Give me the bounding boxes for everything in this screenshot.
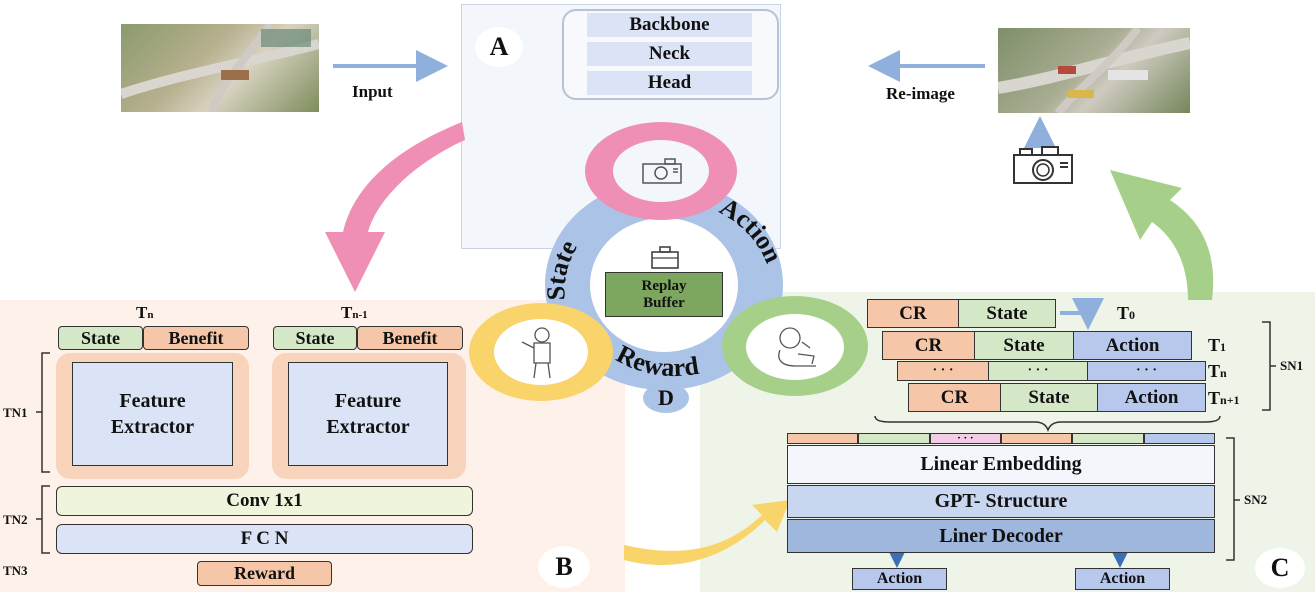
action-cycle-label: Action bbox=[715, 192, 788, 268]
state-box-col2: State bbox=[273, 326, 357, 350]
replay-buffer-box: Replay Buffer bbox=[605, 272, 723, 317]
rown1-cr: CR bbox=[908, 383, 1001, 412]
token-action bbox=[1143, 433, 1215, 444]
row0-cr: CR bbox=[867, 299, 959, 328]
briefcase-icon bbox=[650, 244, 680, 270]
sn2-bracket bbox=[1226, 437, 1235, 561]
sn1-label: SN1 bbox=[1280, 358, 1304, 373]
svg-text:State: State bbox=[541, 235, 582, 300]
benefit-box-col1: Benefit bbox=[143, 326, 249, 350]
row1-cr: CR bbox=[882, 331, 975, 360]
svg-text:Reward: Reward bbox=[612, 339, 701, 382]
input-aerial-photo bbox=[121, 24, 319, 112]
head-box: Head bbox=[587, 71, 752, 95]
rown1-state: State bbox=[1000, 383, 1098, 412]
tn3-label: TN3 bbox=[3, 563, 28, 578]
tn1-label: TN1 bbox=[3, 405, 28, 420]
yellow-curved-arrow bbox=[624, 500, 790, 566]
t0-label: T0 bbox=[1117, 303, 1136, 323]
replay-label: Replay bbox=[641, 277, 687, 294]
thinker-icon bbox=[772, 324, 820, 370]
rown-state: · · · bbox=[988, 361, 1088, 381]
reimage-aerial-photo bbox=[998, 28, 1190, 113]
reward-cycle-label: Reward bbox=[612, 339, 701, 382]
token-strip: · · · bbox=[787, 433, 1215, 444]
gpt-structure-box: GPT- Structure bbox=[787, 485, 1215, 518]
backbone-box: Backbone bbox=[587, 13, 752, 37]
col2-title: Tn-1 bbox=[341, 303, 368, 322]
output-action-1: Action bbox=[852, 568, 947, 590]
row0-state: State bbox=[958, 299, 1056, 328]
camera-ring-inner bbox=[613, 140, 709, 202]
reward-box: Reward bbox=[197, 561, 332, 586]
input-label: Input bbox=[352, 82, 393, 101]
linear-embedding-box: Linear Embedding bbox=[787, 445, 1215, 484]
state-cycle-label: State bbox=[541, 235, 582, 300]
t0-arrow bbox=[1060, 298, 1104, 330]
tn-label: Tn bbox=[1208, 361, 1227, 381]
badge-a: A bbox=[475, 27, 523, 67]
teacher-ring-inner bbox=[494, 319, 588, 385]
decoder-box: Liner Decoder bbox=[787, 519, 1215, 553]
badge-d: D bbox=[643, 383, 689, 413]
pink-curved-arrow bbox=[325, 122, 465, 292]
rown-cr: · · · bbox=[897, 361, 989, 381]
tn1-time-label: Tn+1 bbox=[1208, 388, 1240, 408]
row1-action: Action bbox=[1073, 331, 1192, 360]
benefit-box-col2: Benefit bbox=[357, 326, 463, 350]
token-cr bbox=[787, 433, 859, 444]
fcn-box: F C N bbox=[56, 524, 473, 554]
tn2-label: TN2 bbox=[3, 512, 28, 527]
token-dots: · · · bbox=[929, 433, 1001, 444]
rown-action: · · · bbox=[1087, 361, 1206, 381]
badge-c: C bbox=[1255, 548, 1305, 588]
ring-camera-icon bbox=[641, 157, 683, 185]
svg-text:Action: Action bbox=[715, 192, 788, 268]
state-box-col1: State bbox=[58, 326, 143, 350]
rown1-action: Action bbox=[1097, 383, 1206, 412]
teacher-icon bbox=[520, 326, 560, 380]
green-curved-arrow bbox=[1110, 170, 1214, 300]
conv-box: Conv 1x1 bbox=[56, 486, 473, 516]
camera-icon bbox=[1012, 145, 1074, 185]
token-state bbox=[1072, 433, 1144, 444]
row1-state: State bbox=[974, 331, 1074, 360]
buffer-label: Buffer bbox=[643, 294, 685, 311]
neck-box: Neck bbox=[587, 42, 752, 66]
token-cr bbox=[1000, 433, 1073, 444]
token-state bbox=[858, 433, 930, 444]
sn2-label: SN2 bbox=[1244, 492, 1268, 507]
sn1-curly-brace bbox=[874, 415, 1221, 433]
badge-b: B bbox=[538, 546, 590, 588]
t1-label: T1 bbox=[1208, 335, 1227, 355]
reimage-label: Re-image bbox=[886, 84, 955, 103]
col1-title: Tn bbox=[136, 303, 154, 322]
output-action-2: Action bbox=[1075, 568, 1170, 590]
